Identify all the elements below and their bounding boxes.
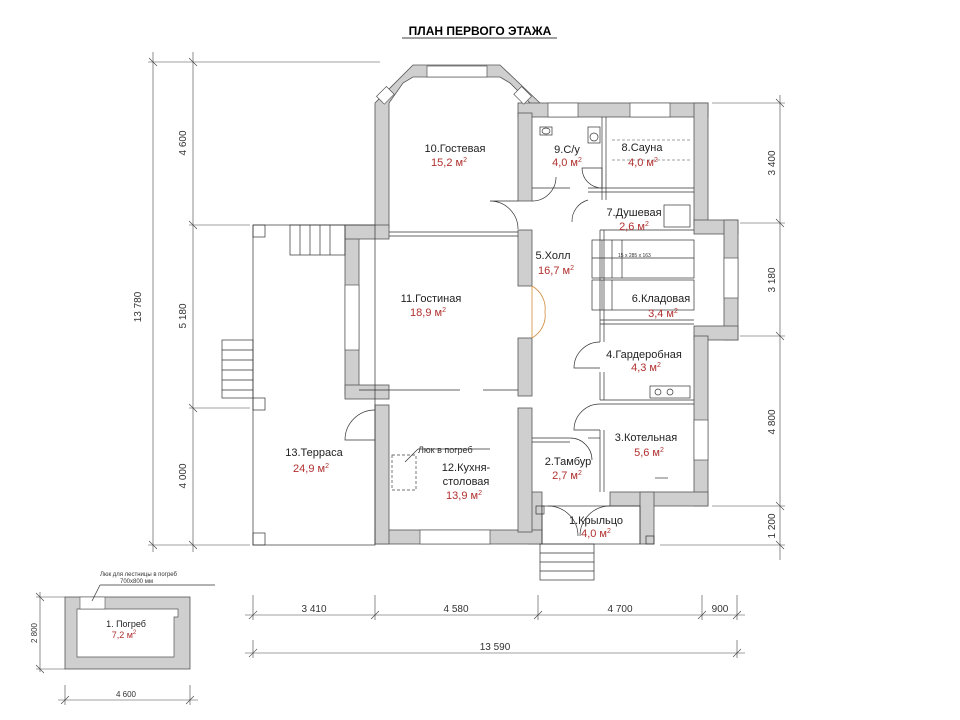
svg-text:4,3 м2: 4,3 м2 <box>631 362 661 374</box>
wall-hall-left-lower <box>517 337 533 397</box>
stair-note: 15 х 285 х 163 <box>618 253 651 259</box>
dim-total: 13 590 <box>480 642 511 653</box>
cellar-dim-bottom: 4 600 <box>116 690 137 699</box>
cellar-note-2: 700х800 мм <box>120 579 153 585</box>
cellar-name: 1. Погреб <box>106 619 146 629</box>
svg-text:24,9 м2: 24,9 м2 <box>293 463 329 475</box>
wall-kitchen-right <box>517 407 533 533</box>
plan-title: ПЛАН ПЕРВОГО ЭТАЖА <box>409 24 552 38</box>
room-6-name: 6.Кладовая <box>632 293 690 305</box>
living-top-left-wall <box>344 224 390 240</box>
svg-text:2,6 м2: 2,6 м2 <box>619 221 649 233</box>
porch-steps <box>535 505 655 581</box>
left-wall-kitchen <box>374 404 390 545</box>
room-12-name: 12.Кухня- <box>442 462 491 474</box>
svg-text:16,7 м2: 16,7 м2 <box>538 265 574 277</box>
room-12-name2: столовая <box>443 476 490 488</box>
living-bottom-left-wall <box>344 384 390 400</box>
room-7-name: 7.Душевая <box>606 207 661 219</box>
svg-text:4,0 м2: 4,0 м2 <box>552 157 582 169</box>
cellar-dim-side: 2 800 <box>30 622 39 643</box>
dimensions-left: 13 780 4 600 5 180 4 000 <box>133 52 380 552</box>
terrace <box>221 224 376 546</box>
room-1-area: 4,0 м <box>581 528 607 540</box>
room-9-area: 4,0 м <box>552 157 578 169</box>
dim-right-3: 4 800 <box>767 409 778 434</box>
room-13-area: 24,9 м <box>293 463 325 475</box>
dim-right-4: 1 200 <box>767 513 778 538</box>
dim-left-3: 4 000 <box>178 463 189 488</box>
dim-bottom-4: 900 <box>712 604 729 615</box>
room-13-name: 13.Терраса <box>285 447 343 459</box>
svg-text:3,4 м2: 3,4 м2 <box>648 308 678 320</box>
doors <box>344 176 611 537</box>
room-6-area: 3,4 м <box>648 308 674 320</box>
windows <box>344 65 739 545</box>
room-5-name: 5.Холл <box>535 250 570 262</box>
svg-text:18,9 м2: 18,9 м2 <box>410 307 446 319</box>
svg-text:2,7 м2: 2,7 м2 <box>552 470 582 482</box>
svg-text:13,9 м2: 13,9 м2 <box>446 490 482 502</box>
cellar-plan: Люк для лестницы в погреб 700х800 мм 1. … <box>30 572 215 705</box>
svg-text:7,2 м2: 7,2 м2 <box>112 630 137 640</box>
dim-bottom-3: 4 700 <box>607 604 632 615</box>
dim-bottom-1: 3 410 <box>301 604 326 615</box>
fixtures <box>539 126 691 479</box>
dim-right-1: 3 400 <box>767 150 778 175</box>
room-8-area: 4,0 м <box>628 157 654 169</box>
dim-left-2: 5 180 <box>178 303 189 328</box>
right-wall-upper <box>693 102 709 226</box>
room-3-name: 3.Котельная <box>615 432 677 444</box>
room-4-name: 4.Гардеробная <box>606 349 682 361</box>
top-wall-right <box>517 102 709 118</box>
room-5-area: 16,7 м <box>538 265 570 277</box>
partitions <box>359 117 694 492</box>
dim-left-total: 13 780 <box>133 291 144 322</box>
bottom-wall-right <box>609 491 709 507</box>
dim-left-1: 4 600 <box>178 130 189 155</box>
wall-hall-left-upper <box>517 229 533 287</box>
hall-stairs: 15 х 285 х 163 <box>591 239 695 311</box>
room-10-name: 10.Гостевая <box>425 143 486 155</box>
dim-bottom-2: 4 580 <box>443 604 468 615</box>
svg-text:15,2 м2: 15,2 м2 <box>431 157 467 169</box>
dimensions-right: 3 400 3 180 4 800 1 200 <box>660 95 785 560</box>
room-9-name: 9.С/у <box>554 144 580 156</box>
svg-text:5,6 м2: 5,6 м2 <box>634 447 664 459</box>
room-2-area: 2,7 м <box>552 470 578 482</box>
room-1-name: 1.Крыльцо <box>569 515 623 527</box>
cellar-area: 7,2 м <box>112 630 133 640</box>
wall-bath-left <box>517 112 533 202</box>
dimensions-bottom: 3 410 4 580 4 700 900 13 590 <box>245 595 745 658</box>
cellar-hatch <box>391 454 417 491</box>
room-4-area: 4,3 м <box>631 362 657 374</box>
svg-text:4,0 м2: 4,0 м2 <box>581 528 611 540</box>
cellar-hatch-leader <box>404 448 419 463</box>
room-8-name: 8.Сауна <box>622 142 664 154</box>
room-2-name: 2.Тамбур <box>545 456 592 468</box>
cellar-hatch-label: Люк в погреб <box>418 445 473 455</box>
room-10-area: 15,2 м <box>431 157 463 169</box>
svg-text:4,0 м2: 4,0 м2 <box>628 157 658 169</box>
room-11-area: 18,9 м <box>410 307 442 319</box>
room-3-area: 5,6 м <box>634 447 660 459</box>
room-11-name: 11.Гостиная <box>401 293 462 305</box>
dim-right-2: 3 180 <box>767 267 778 292</box>
room-labels: 10.Гостевая 15,2 м2 9.С/у 4,0 м2 8.Сауна… <box>285 142 690 540</box>
room-12-area: 13,9 м <box>446 490 478 502</box>
room-7-area: 2,6 м <box>619 221 645 233</box>
cellar-note-1: Люк для лестницы в погреб <box>100 572 178 578</box>
